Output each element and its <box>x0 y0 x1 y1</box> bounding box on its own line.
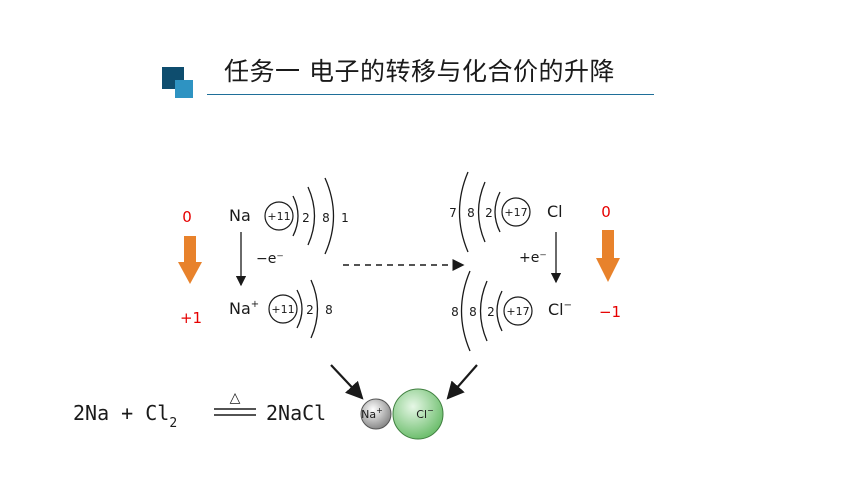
cl-shell-1-count: 7 <box>449 206 457 220</box>
na-ion-structure: +11 2 8 <box>268 279 333 339</box>
cl-ion-charge: − <box>564 300 572 311</box>
cl-ion-shell-2-count: 8 <box>469 305 477 319</box>
cl-ion-shell-3-count: 2 <box>487 305 495 319</box>
nacl-ion-pair: Na+ Cl− <box>360 388 444 440</box>
orange-down-arrow-left <box>178 236 202 284</box>
na-ion-sphere <box>360 398 392 430</box>
cl-shell-arc-3 <box>458 171 469 253</box>
cl-shell-2-count: 8 <box>467 206 475 220</box>
heating-condition-symbol: △ <box>230 390 241 406</box>
cl-shell-3-count: 2 <box>485 206 493 220</box>
cl2-subscript: 2 <box>169 416 177 431</box>
product-anion: Cl <box>416 408 427 421</box>
na-ion-shell-1-count: 2 <box>306 303 314 317</box>
na-valence-after: +1 <box>180 309 202 327</box>
na-ion-nucleus-circle <box>268 294 298 324</box>
equation-left: 2Na + Cl2 <box>73 401 177 431</box>
na-ion-nucleus-charge: +11 <box>271 303 294 316</box>
page-title: 任务一 电子的转移与化合价的升降 <box>224 57 615 86</box>
cl-ion-sphere <box>392 388 444 440</box>
cl-ion-structure: +17 8 8 2 <box>451 270 533 352</box>
na-ion-shell-2-count: 8 <box>325 303 333 317</box>
na-shell-1-count: 2 <box>302 211 310 225</box>
cl-symbol: Cl <box>547 202 563 221</box>
svg-text:Na+: Na+ <box>229 299 259 318</box>
na-shell-2-count: 8 <box>322 211 330 225</box>
na-shell-arc-3 <box>324 177 335 255</box>
logo-square-light <box>175 80 193 98</box>
cl-ion-shell-arc-2 <box>479 280 488 342</box>
svg-text:Cl−: Cl− <box>416 406 433 421</box>
product-cation-charge: + <box>376 406 383 415</box>
cl-ion-nucleus-charge: +17 <box>506 305 529 318</box>
na-symbol: Na <box>229 206 251 225</box>
product-cation: Na <box>361 408 376 421</box>
svg-text:Cl−: Cl− <box>548 300 572 319</box>
na-ion-shell-arc-2 <box>310 279 319 339</box>
cl-ion-shell-1-count: 8 <box>451 305 459 319</box>
na-ion-charge: + <box>251 299 259 310</box>
cl-atom-structure: +17 7 8 2 <box>449 171 531 253</box>
orange-down-arrow-right <box>596 230 620 282</box>
na-atom-structure: +11 2 8 1 <box>264 177 349 255</box>
cl-shell-arc-2 <box>477 181 486 243</box>
cl-shell-arc-1 <box>494 191 501 233</box>
na-shell-3-count: 1 <box>341 211 349 225</box>
na-nucleus-charge: +11 <box>267 210 290 223</box>
cl-nucleus-charge: +17 <box>504 206 527 219</box>
na-electron-loss: −e⁻ <box>256 251 284 267</box>
na-nucleus-circle <box>264 201 294 231</box>
cl-valence-after: −1 <box>599 303 621 321</box>
na-valence-before: 0 <box>182 208 192 226</box>
product-anion-charge: − <box>427 406 434 415</box>
cl-ion-shell-arc-3 <box>460 270 471 352</box>
title-divider <box>207 94 654 95</box>
na-ion-shell-arc-1 <box>296 289 303 329</box>
na-shell-arc-1 <box>292 195 299 237</box>
svg-text:Na+: Na+ <box>361 406 383 421</box>
cl-electron-gain: +e⁻ <box>519 250 547 266</box>
cl-valence-before: 0 <box>601 203 611 221</box>
cl-to-product-arrow <box>446 364 478 400</box>
cl-ion-nucleus-circle <box>503 296 533 326</box>
equation-right: 2NaCl <box>266 401 326 425</box>
na-shell-arc-2 <box>307 186 316 246</box>
cl-ion-symbol: Cl <box>548 300 564 319</box>
cl-ion-shell-arc-1 <box>496 290 503 332</box>
cl-nucleus-circle <box>501 197 531 227</box>
na-ion-symbol: Na <box>229 299 251 318</box>
na-to-product-arrow <box>330 364 364 400</box>
